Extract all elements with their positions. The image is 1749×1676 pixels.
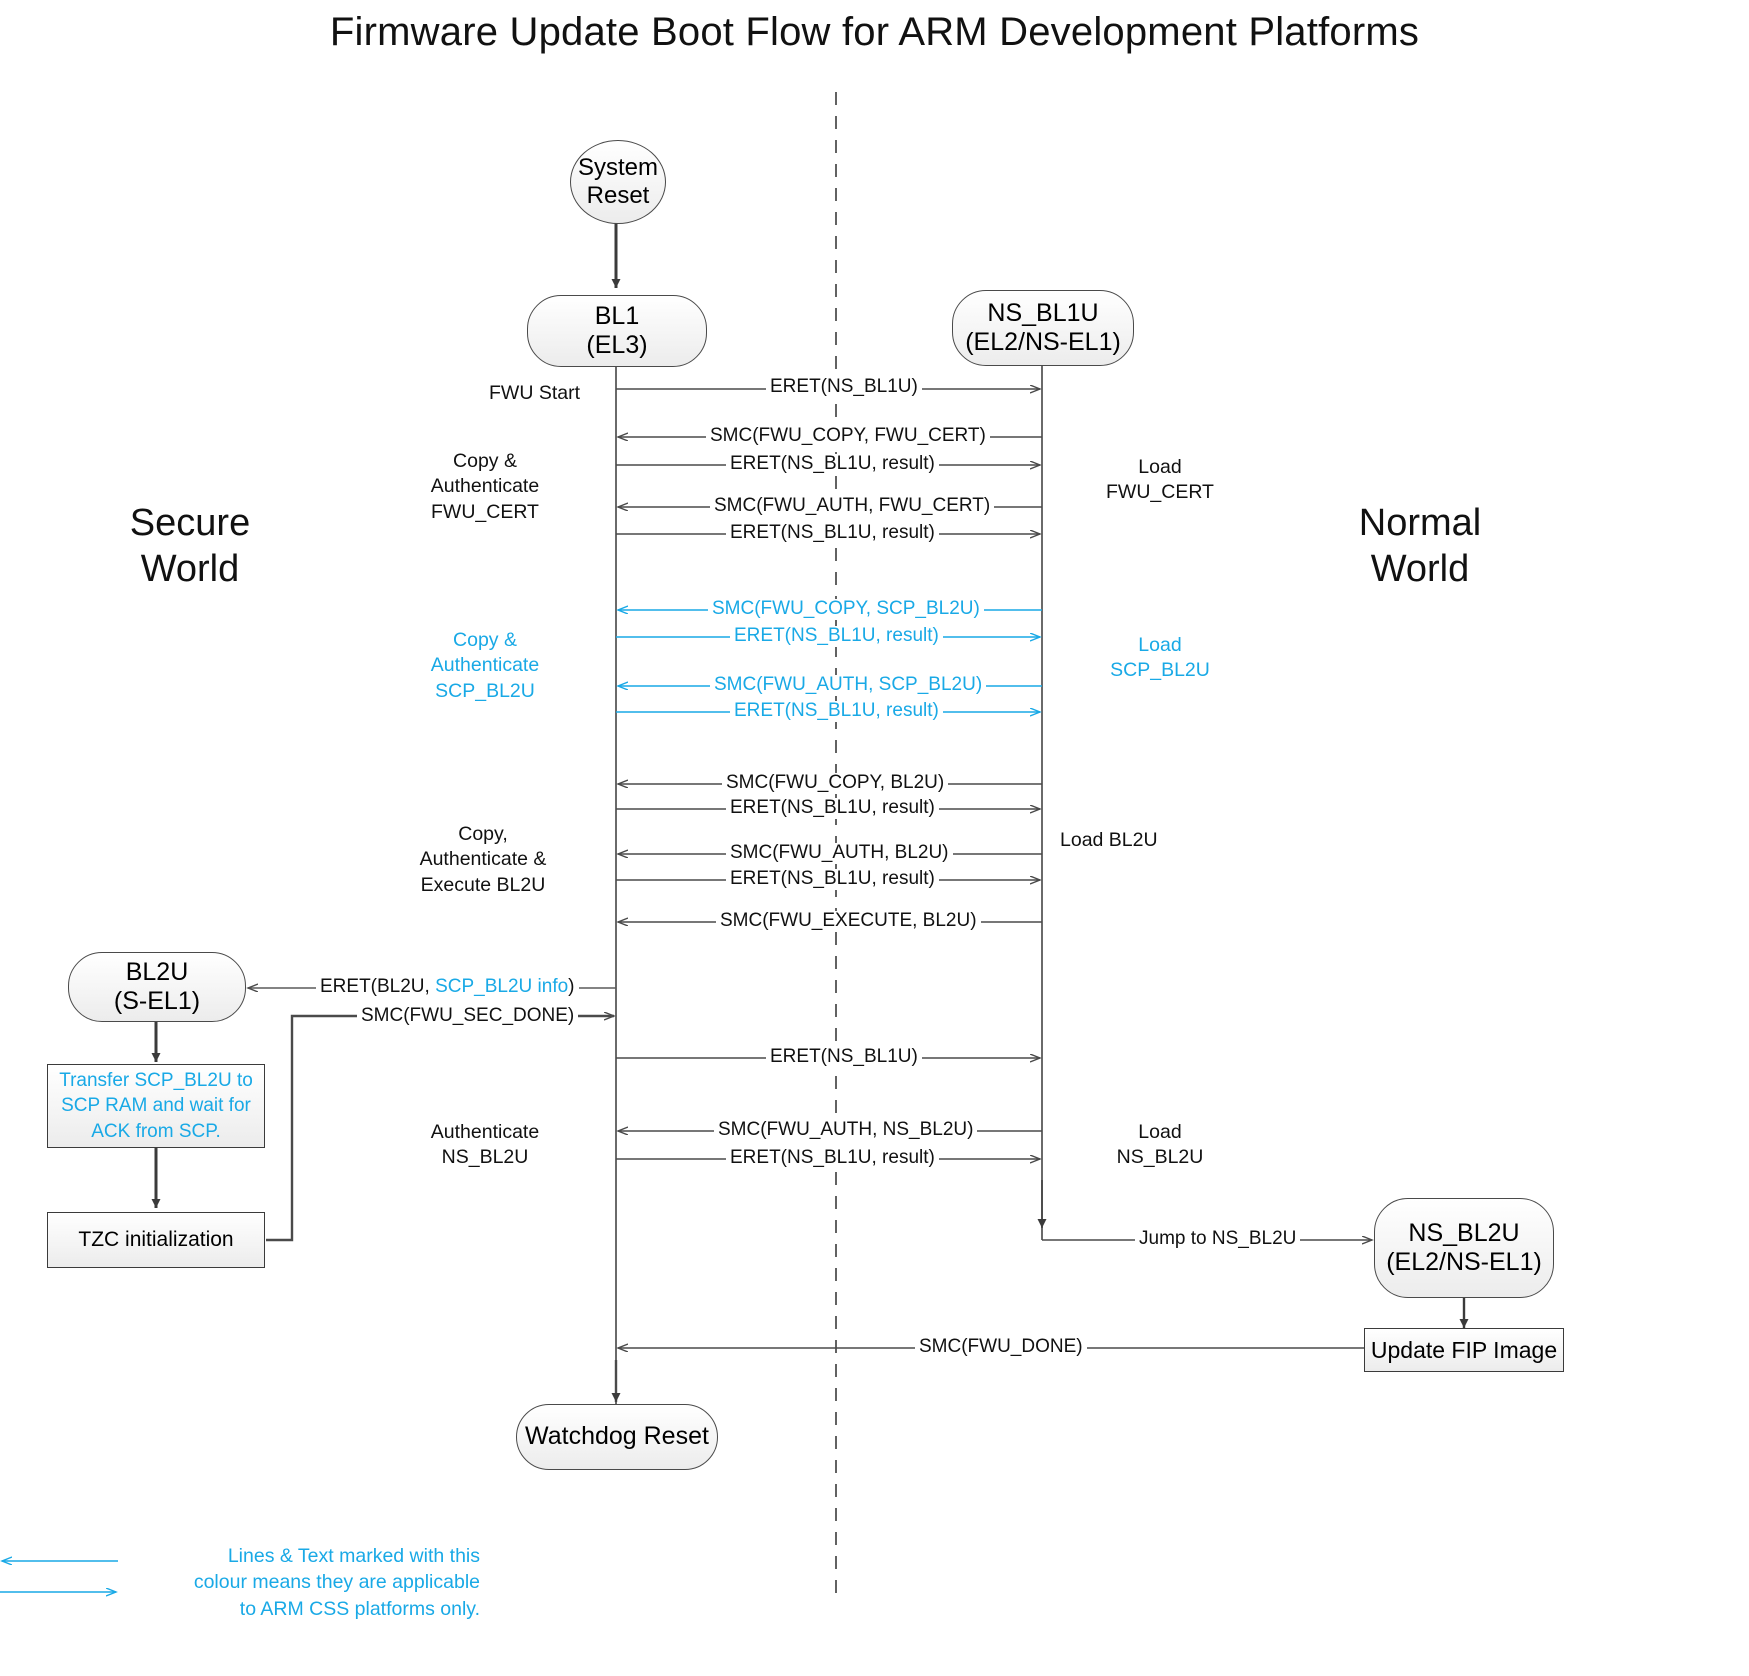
side-label-copy-auth-exec-bl2u-line2: Authenticate & (419, 848, 547, 871)
message-label-m19: ERET(NS_BL1U, result) (726, 1147, 939, 1169)
node-system-reset[interactable]: System Reset (570, 140, 666, 224)
message-label-m16: SMC(FWU_SEC_DONE) (357, 1005, 579, 1027)
node-ns-bl2u-line1: NS_BL2U (1408, 1218, 1520, 1247)
message-label-m6: SMC(FWU_COPY, SCP_BL2U) (708, 598, 984, 620)
side-label-authenticate-ns-bl2u-line2: NS_BL2U (441, 1146, 529, 1169)
node-system-reset-line2: Reset (586, 182, 650, 209)
side-label-copy-auth-cert-line3: FWU_CERT (431, 500, 539, 523)
side-label-copy-auth-cert-line2: Authenticate (430, 475, 540, 498)
message-label-m15-part3: ) (568, 976, 575, 997)
side-label-copy-auth-scp-line1: Copy & (453, 629, 517, 651)
box-transfer-line3: ACK from SCP. (91, 1120, 221, 1142)
node-ns-bl1u[interactable]: NS_BL1U (EL2/NS-EL1) (952, 290, 1134, 366)
box-transfer-line2: SCP RAM and wait for (61, 1095, 251, 1117)
node-bl1-line1: BL1 (594, 301, 640, 330)
side-label-authenticate-ns-bl2u: Authenticate NS_BL2U (380, 1120, 590, 1171)
side-label-load-fwu-cert-line1: Load (1138, 456, 1182, 478)
node-ns-bl1u-line2: (EL2/NS-EL1) (965, 328, 1121, 356)
node-ns-bl2u[interactable]: NS_BL2U (EL2/NS-EL1) (1374, 1198, 1554, 1298)
node-bl2u[interactable]: BL2U (S-EL1) (68, 952, 246, 1022)
message-label-m13: ERET(NS_BL1U, result) (726, 868, 939, 890)
side-label-load-scp-bl2u-line1: Load (1138, 634, 1182, 656)
box-update-fip-line1: Update FIP Image (1370, 1336, 1558, 1363)
side-label-load-ns-bl2u-line1: Load (1138, 1121, 1182, 1143)
node-ns-bl1u-line1: NS_BL1U (987, 298, 1099, 327)
side-label-load-scp-bl2u-line2: SCP_BL2U (1110, 659, 1210, 682)
node-bl2u-line2: (S-EL1) (113, 987, 201, 1015)
message-label-m11: ERET(NS_BL1U, result) (726, 797, 939, 819)
side-label-copy-auth-scp-line2: Authenticate (430, 654, 540, 677)
normal-world-label: Normal World (1290, 500, 1550, 593)
message-label-m18: SMC(FWU_AUTH, NS_BL2U) (714, 1119, 978, 1141)
secure-world-line2: World (140, 548, 240, 591)
side-label-load-fwu-cert: Load FWU_CERT (1060, 455, 1260, 506)
side-label-fwu-start-line1: FWU Start (489, 382, 580, 404)
message-label-m3: ERET(NS_BL1U, result) (726, 453, 939, 475)
message-label-m20: Jump to NS_BL2U (1135, 1228, 1301, 1250)
legend-line1: Lines & Text marked with this (227, 1545, 480, 1567)
normal-world-line1: Normal (1358, 502, 1482, 544)
side-label-authenticate-ns-bl2u-line1: Authenticate (430, 1121, 540, 1143)
secure-world-label: Secure World (60, 500, 320, 593)
side-label-load-ns-bl2u: Load NS_BL2U (1060, 1120, 1260, 1171)
message-label-m4: SMC(FWU_AUTH, FWU_CERT) (710, 495, 995, 517)
message-label-m15-part2: SCP_BL2U info (435, 976, 569, 997)
side-label-copy-auth-exec-bl2u-line1: Copy, (458, 823, 508, 845)
box-transfer-line1: Transfer SCP_BL2U to (59, 1070, 253, 1092)
node-watchdog-reset[interactable]: Watchdog Reset (516, 1404, 718, 1470)
message-label-m10: SMC(FWU_COPY, BL2U) (722, 772, 949, 794)
side-label-load-bl2u: Load BL2U (1060, 828, 1260, 853)
box-tzc-line1: TZC initialization (78, 1228, 234, 1252)
message-label-m5: ERET(NS_BL1U, result) (726, 522, 939, 544)
message-label-m17: ERET(NS_BL1U) (766, 1046, 922, 1068)
message-label-m1: ERET(NS_BL1U) (766, 376, 922, 398)
node-bl1[interactable]: BL1 (EL3) (527, 295, 707, 367)
side-label-copy-auth-scp: Copy & Authenticate SCP_BL2U (380, 628, 590, 704)
side-label-copy-auth-exec-bl2u: Copy, Authenticate & Execute BL2U (372, 822, 594, 898)
side-label-load-scp-bl2u: Load SCP_BL2U (1060, 633, 1260, 684)
page-title: Firmware Update Boot Flow for ARM Develo… (329, 10, 1420, 54)
message-label-m12: SMC(FWU_AUTH, BL2U) (726, 842, 953, 864)
secure-world-line1: Secure (129, 502, 251, 544)
message-label-m2: SMC(FWU_COPY, FWU_CERT) (706, 425, 990, 447)
node-bl1-line2: (EL3) (586, 331, 648, 359)
message-label-m15: ERET(BL2U, SCP_BL2U info) (316, 976, 579, 998)
side-label-copy-auth-cert: Copy & Authenticate FWU_CERT (380, 449, 590, 525)
side-label-copy-auth-exec-bl2u-line3: Execute BL2U (420, 873, 546, 896)
side-label-load-bl2u-line1: Load BL2U (1060, 829, 1158, 851)
message-label-m9: ERET(NS_BL1U, result) (730, 700, 943, 722)
box-update-fip-image[interactable]: Update FIP Image (1364, 1328, 1564, 1372)
side-label-copy-auth-cert-line1: Copy & (453, 450, 517, 472)
box-tzc-initialization[interactable]: TZC initialization (47, 1212, 265, 1268)
side-label-load-fwu-cert-line2: FWU_CERT (1106, 481, 1214, 504)
node-system-reset-line1: System (577, 153, 658, 181)
legend-line2: colour means they are applicable (193, 1571, 480, 1594)
normal-world-line2: World (1370, 548, 1470, 591)
side-label-load-ns-bl2u-line2: NS_BL2U (1116, 1146, 1204, 1169)
message-label-m21: SMC(FWU_DONE) (915, 1336, 1087, 1358)
legend-text: Lines & Text marked with this colour mea… (150, 1543, 480, 1622)
legend-line3: to ARM CSS platforms only. (239, 1597, 480, 1620)
node-bl2u-line1: BL2U (125, 957, 189, 986)
message-label-m7: ERET(NS_BL1U, result) (730, 625, 943, 647)
message-label-m15-part1: ERET(BL2U, (320, 976, 436, 997)
box-transfer-scp-bl2u[interactable]: Transfer SCP_BL2U to SCP RAM and wait fo… (47, 1064, 265, 1148)
message-label-m8: SMC(FWU_AUTH, SCP_BL2U) (710, 674, 987, 696)
side-label-copy-auth-scp-line3: SCP_BL2U (435, 679, 535, 702)
message-label-m14: SMC(FWU_EXECUTE, BL2U) (716, 910, 981, 932)
node-watchdog-reset-line1: Watchdog Reset (525, 1422, 709, 1451)
side-label-fwu-start: FWU Start (380, 381, 580, 406)
node-ns-bl2u-line2: (EL2/NS-EL1) (1386, 1248, 1542, 1276)
